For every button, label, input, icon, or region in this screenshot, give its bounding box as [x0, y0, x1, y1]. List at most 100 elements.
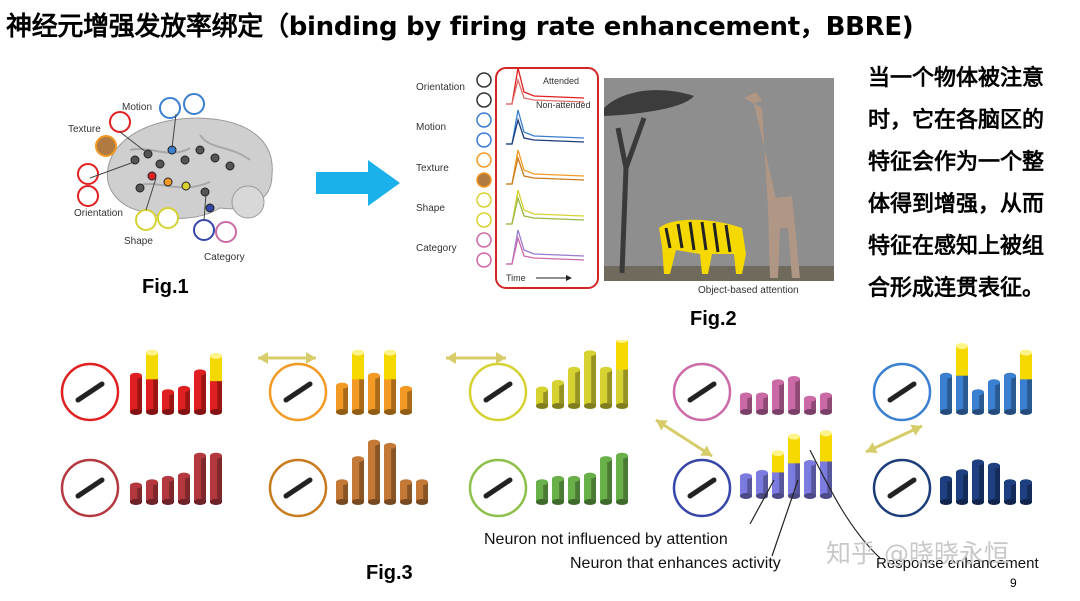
- feature-glyph-icon: [483, 381, 513, 403]
- bar-base: [162, 409, 174, 415]
- bar-shade: [623, 340, 628, 406]
- bar-top: [210, 352, 222, 359]
- bar-shade: [979, 462, 984, 502]
- arrow-head: [656, 420, 668, 431]
- bar-top: [146, 479, 158, 486]
- bar-enhancement: [210, 355, 222, 382]
- fig1-label-texture: Texture: [68, 124, 101, 135]
- bar-base: [210, 499, 222, 505]
- bar-top: [162, 389, 174, 396]
- bar-base: [804, 409, 816, 415]
- bar-base: [756, 409, 768, 415]
- fig2-label: Fig.2: [690, 308, 737, 330]
- bar-shade: [391, 352, 396, 412]
- bar-base: [210, 409, 222, 415]
- bar-top: [956, 469, 968, 476]
- bar-base: [1020, 499, 1032, 505]
- bar-top: [756, 469, 768, 476]
- fig2-row-label: Category: [416, 243, 457, 254]
- bar-top: [1004, 372, 1016, 379]
- fig2-row-label: Texture: [416, 163, 449, 174]
- bar-base: [178, 409, 190, 415]
- watermark-text: 知乎 @晓晓永恒: [826, 539, 1009, 568]
- fig2-caption: Object-based attention: [698, 285, 799, 296]
- bar-base: [384, 499, 396, 505]
- bar-top: [536, 479, 548, 486]
- bar-top: [400, 479, 412, 486]
- fig3-label: Fig.3: [366, 562, 413, 584]
- bar-enhancement: [616, 340, 628, 370]
- fig3-population-diagram: [60, 340, 1032, 518]
- fig1-label-orientation: Orientation: [74, 208, 123, 219]
- bar-shade: [947, 478, 952, 502]
- bar-shade: [779, 453, 784, 496]
- bar-top: [600, 456, 612, 463]
- fig1-label-shape: Shape: [124, 236, 153, 247]
- bar-top: [740, 473, 752, 480]
- bar-shade: [1027, 482, 1032, 502]
- bar-base: [772, 409, 784, 415]
- bar-base: [940, 499, 952, 505]
- bar-shade: [137, 485, 142, 502]
- bar-base: [178, 499, 190, 505]
- bar-shade: [827, 395, 832, 412]
- bar-base: [352, 499, 364, 505]
- bar-shade: [623, 455, 628, 502]
- bar-enhancement: [956, 346, 968, 376]
- bar-shade: [217, 455, 222, 502]
- bar-base: [536, 403, 548, 409]
- bar-shade: [169, 478, 174, 502]
- bar-shade: [827, 433, 832, 496]
- page-number: 9: [1010, 576, 1017, 590]
- bar-top: [568, 366, 580, 373]
- bar-base: [616, 403, 628, 409]
- giraffe-figure: [744, 92, 800, 278]
- bar-shade: [201, 372, 206, 412]
- arrow-head: [446, 352, 456, 364]
- fig2-row-label: Motion: [416, 122, 447, 133]
- bar-top: [210, 452, 222, 459]
- bar-base: [820, 409, 832, 415]
- double-arrow-icon: [865, 424, 923, 454]
- bar-shade: [375, 375, 380, 412]
- bar-top: [146, 349, 158, 356]
- bar-base: [956, 499, 968, 505]
- bar-base: [568, 499, 580, 505]
- bar-top: [940, 372, 952, 379]
- bar-top: [820, 430, 832, 437]
- bar-shade: [811, 463, 816, 496]
- bar-shade: [747, 395, 752, 412]
- bar-enhancement: [384, 352, 396, 380]
- shape-feature-icon: [135, 209, 157, 231]
- bar-shade: [407, 482, 412, 502]
- bar-base: [536, 499, 548, 505]
- bar-top: [972, 459, 984, 466]
- bar-shade: [763, 472, 768, 496]
- bar-base: [616, 499, 628, 505]
- fig1-label-motion: Motion: [122, 102, 153, 113]
- bar-base: [146, 409, 158, 415]
- bar-shade: [359, 352, 364, 412]
- bar-top: [756, 392, 768, 399]
- bar-top: [788, 433, 800, 440]
- motion-feature-icon: [183, 93, 205, 115]
- bar-top: [368, 439, 380, 446]
- arrow-head: [910, 424, 922, 436]
- feature-glyph-icon: [687, 477, 717, 499]
- texture-feature-icon: [95, 135, 117, 157]
- bar-base: [972, 499, 984, 505]
- bar-shade: [391, 445, 396, 502]
- arrow-head: [306, 352, 316, 364]
- bar-shade: [169, 392, 174, 412]
- bar-top: [740, 392, 752, 399]
- bar-top: [1020, 479, 1032, 486]
- bar-shade: [423, 482, 428, 502]
- feature-glyph-icon: [75, 381, 105, 403]
- bar-top: [552, 379, 564, 386]
- bar-top: [772, 379, 784, 386]
- feature-glyph-icon: [283, 381, 313, 403]
- bar-base: [384, 409, 396, 415]
- bar-base: [988, 499, 1000, 505]
- bar-top: [536, 386, 548, 393]
- bar-top: [788, 376, 800, 382]
